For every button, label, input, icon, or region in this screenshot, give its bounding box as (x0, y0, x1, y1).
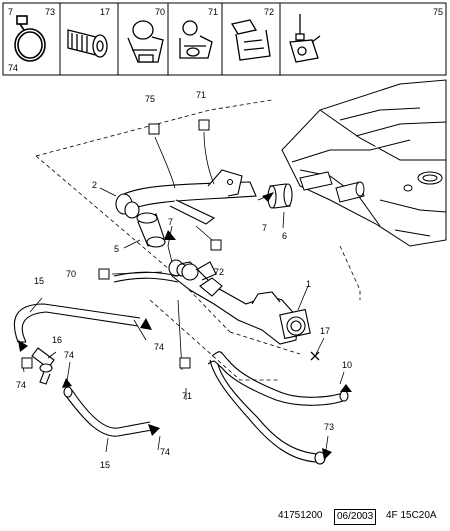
legend-sub-1: 73 (45, 7, 55, 17)
arrow-7-mid (164, 230, 176, 240)
clip-marker-16 (21, 357, 33, 369)
legend-num-3: 70 (155, 7, 165, 17)
callout-75: 75 (145, 94, 155, 104)
vent-hose-10 (207, 351, 349, 465)
hose-15-upper (13, 303, 141, 343)
callout-73: 73 (324, 422, 334, 432)
legend-num-6: 75 (433, 7, 443, 17)
legend-num-1: 7 (8, 7, 13, 17)
small-pipe (113, 261, 217, 283)
footer-ref-code: 4F 15C20A (386, 510, 437, 521)
callout-74-lower: 74 (160, 447, 170, 457)
clip-marker-71-bottom (179, 357, 191, 369)
sleeve-6 (267, 183, 293, 209)
clip-71-icon (179, 20, 213, 59)
callout-74-upper: 74 (154, 342, 164, 352)
legend-num-2: 17 (100, 7, 110, 17)
clip-72-icon (230, 19, 271, 61)
clip-marker-70 (98, 268, 110, 280)
callout-5: 5 (114, 244, 119, 254)
callout-7-mid: 7 (168, 217, 173, 227)
callout-74-midleft: 74 (64, 350, 74, 360)
screw-icon (67, 29, 108, 58)
clip-75-icon (289, 14, 321, 63)
sleeve-5 (136, 212, 166, 248)
fuel-tank (281, 79, 447, 247)
callout-2: 2 (92, 180, 97, 190)
callout-7-right: 7 (262, 223, 267, 233)
callout-74-left: 74 (16, 380, 26, 390)
clip-markers (21, 119, 222, 369)
callout-72: 72 (214, 267, 224, 277)
arrow-74-left (18, 340, 28, 352)
hose-15-lower (63, 386, 153, 437)
hose-clamp-icon (14, 15, 46, 62)
filler-pipe (115, 169, 257, 225)
legend-num-5: 72 (264, 7, 274, 17)
screw-17-mark (310, 351, 320, 361)
clip-70-icon (127, 20, 164, 63)
arrow-7-upper (262, 192, 274, 202)
callout-1: 1 (306, 279, 311, 289)
arrow-73 (322, 448, 332, 460)
callout-71-top: 71 (196, 90, 206, 100)
callout-16: 16 (52, 335, 62, 345)
footer-ref-number: 41751200 (278, 510, 323, 521)
clip-marker-72 (210, 239, 222, 251)
callout-15-upper: 15 (34, 276, 44, 286)
callout-15-lower: 15 (100, 460, 110, 470)
filler-body (168, 259, 311, 345)
callout-6: 6 (282, 231, 287, 241)
arrow-74-upper (140, 318, 152, 330)
legend-extra: 74 (8, 63, 18, 73)
arrow-10 (340, 384, 352, 392)
clip-marker-71-top (198, 119, 210, 131)
arrow-74-lower (148, 424, 160, 436)
callout-70: 70 (66, 269, 76, 279)
clip-marker-75 (148, 123, 160, 135)
clamp-arrows (18, 192, 352, 460)
valve-16 (31, 347, 55, 385)
legend-num-4: 71 (208, 7, 218, 17)
callout-71-bottom: 71 (182, 391, 192, 401)
callout-10: 10 (342, 360, 352, 370)
arrow-74-midleft (62, 378, 72, 388)
footer-date: 06/2003 (334, 509, 377, 525)
callout-17: 17 (320, 326, 330, 336)
